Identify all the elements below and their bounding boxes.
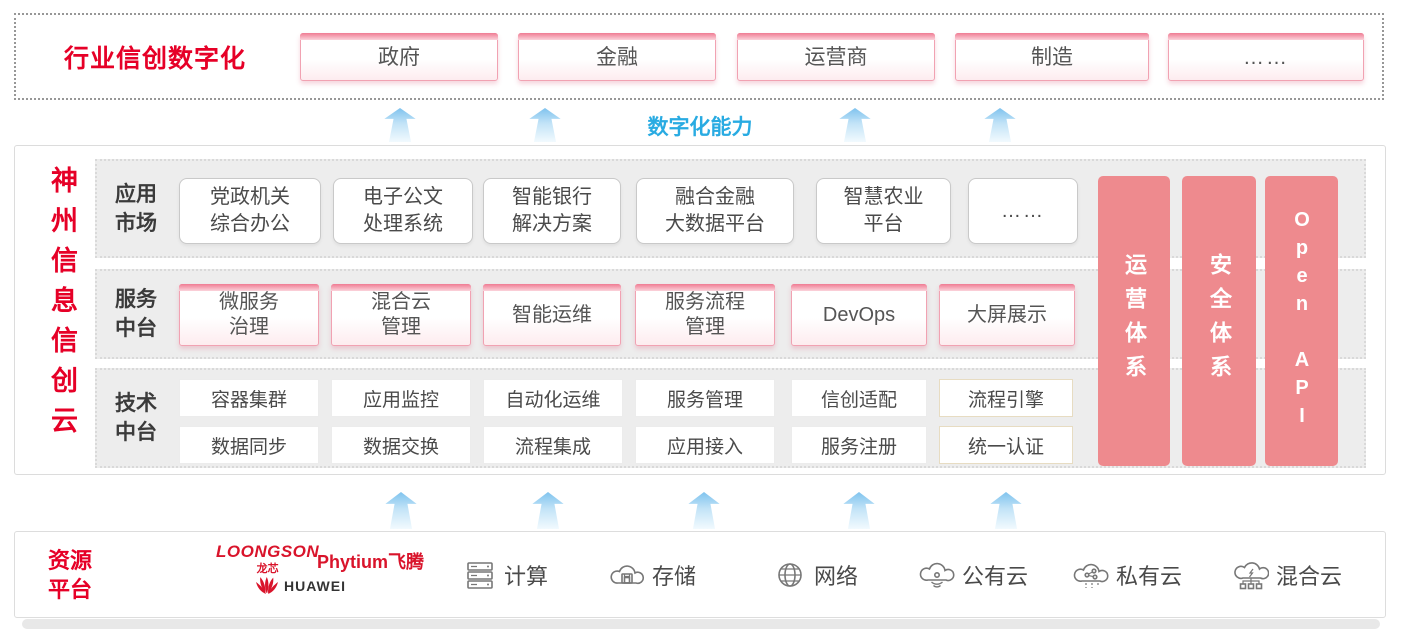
resource-hybrid-cloud: 混合云 (1233, 558, 1342, 592)
resource-compute: 计算 (463, 558, 548, 592)
industry-box-operator: 运营商 (737, 33, 935, 81)
pillar-open-api: Open API (1265, 176, 1338, 466)
tech-box-unified-auth: 统一认证 (939, 426, 1073, 464)
tech-box-app-access: 应用接入 (635, 426, 775, 464)
tech-box-data-exchange: 数据交换 (331, 426, 471, 464)
tech-box-container-cluster: 容器集群 (179, 379, 319, 417)
app-box-edoc-system: 电子公文 处理系统 (333, 178, 473, 244)
tech-box-service-mgmt: 服务管理 (635, 379, 775, 417)
tech-platform-label: 技术 中台 (115, 392, 157, 444)
private-cloud-icon (1073, 558, 1109, 592)
service-platform-row: 服务 中台 微服务 治理 混合云 管理 智能运维 服务流程 管理 DevOps … (95, 269, 1366, 359)
loongson-logo: LOONGSON 龙芯 (216, 542, 319, 576)
tech-box-xinchuang-adaptation: 信创适配 (791, 379, 927, 417)
resource-network: 网络 (773, 558, 858, 592)
up-arrow-icon (688, 492, 720, 529)
app-box-smart-agriculture: 智慧农业 平台 (816, 178, 951, 244)
resource-storage: 存储 (609, 558, 696, 592)
service-platform-label: 服务 中台 (115, 288, 157, 340)
cloud-platform-title: 神州信息信创云 (47, 166, 77, 446)
resource-private-cloud: 私有云 (1073, 558, 1182, 592)
network-globe-icon (773, 558, 807, 592)
app-box-party-gov-office: 党政机关 综合办公 (179, 178, 321, 244)
up-arrow-icon (843, 492, 875, 529)
industry-box-manufacturing: 制造 (955, 33, 1149, 81)
resource-label: 私有云 (1116, 563, 1183, 589)
service-box-intelligent-ops: 智能运维 (483, 284, 621, 346)
industry-box-finance: 金融 (518, 33, 716, 81)
resource-public-cloud: 公有云 (919, 558, 1028, 592)
resource-label: 存储 (652, 563, 697, 589)
service-box-service-process-mgmt: 服务流程 管理 (635, 284, 775, 346)
app-box-finance-bigdata: 融合金融 大数据平台 (636, 178, 794, 244)
pillar-security-system: 安全体系 (1182, 176, 1256, 466)
huawei-logo-text: HUAWEI (284, 578, 346, 594)
bottom-divider (22, 619, 1380, 629)
resource-label: 网络 (814, 563, 859, 589)
public-cloud-icon (919, 558, 955, 592)
phytium-logo: Phytium飞腾 (317, 552, 425, 572)
huawei-flower-icon (255, 577, 279, 595)
up-arrow-icon (839, 108, 871, 142)
huawei-logo: HUAWEI (255, 577, 346, 595)
service-box-big-screen: 大屏展示 (939, 284, 1075, 346)
capability-label: 数字化能力 (647, 116, 753, 139)
up-arrow-icon (384, 108, 416, 142)
service-box-hybrid-cloud-mgmt: 混合云 管理 (331, 284, 471, 346)
service-box-microservice-governance: 微服务 治理 (179, 284, 319, 346)
resource-label: 计算 (504, 563, 549, 589)
hybrid-cloud-icon (1233, 558, 1269, 592)
resource-label: 混合云 (1276, 563, 1343, 589)
loongson-logo-cn-text: 龙芯 (256, 563, 279, 575)
up-arrow-icon (990, 492, 1022, 529)
industry-band-title: 行业信创数字化 (64, 44, 247, 73)
tech-box-automated-ops: 自动化运维 (483, 379, 623, 417)
tech-box-process-integration: 流程集成 (483, 426, 623, 464)
industry-band: 行业信创数字化 政府 金融 运营商 制造 …… (14, 13, 1384, 100)
resource-band-title: 资源 平台 (48, 547, 93, 602)
up-arrow-icon (529, 108, 561, 142)
up-arrow-icon (532, 492, 564, 529)
pillar-operation-system: 运营体系 (1098, 176, 1170, 466)
resource-band: 资源 平台 LOONGSON 龙芯 Phytium飞腾 HUAWEI (14, 531, 1386, 618)
tech-platform-row: 技术 中台 容器集群 应用监控 自动化运维 服务管理 信创适配 流程引擎 数据同… (95, 368, 1366, 468)
tech-box-app-monitoring: 应用监控 (331, 379, 471, 417)
app-box-more: …… (968, 178, 1078, 244)
app-market-row: 应用 市场 党政机关 综合办公 电子公文 处理系统 智能银行 解决方案 融合金融… (95, 159, 1366, 258)
server-icon (463, 558, 497, 592)
app-box-smart-banking: 智能银行 解决方案 (483, 178, 621, 244)
tech-box-process-engine: 流程引擎 (939, 379, 1073, 417)
service-box-devops: DevOps (791, 284, 927, 346)
app-market-label: 应用 市场 (115, 182, 157, 235)
resource-label: 公有云 (962, 563, 1029, 589)
up-arrow-icon (385, 492, 417, 529)
cloud-platform-section: 神州信息信创云 应用 市场 党政机关 综合办公 电子公文 处理系统 智能银行 解… (14, 145, 1386, 475)
tech-box-service-registry: 服务注册 (791, 426, 927, 464)
industry-box-government: 政府 (300, 33, 498, 81)
industry-box-more: …… (1168, 33, 1364, 81)
up-arrow-icon (984, 108, 1016, 142)
tech-box-data-sync: 数据同步 (179, 426, 319, 464)
loongson-logo-text: LOONGSON (216, 542, 320, 561)
storage-cloud-icon (609, 558, 645, 592)
